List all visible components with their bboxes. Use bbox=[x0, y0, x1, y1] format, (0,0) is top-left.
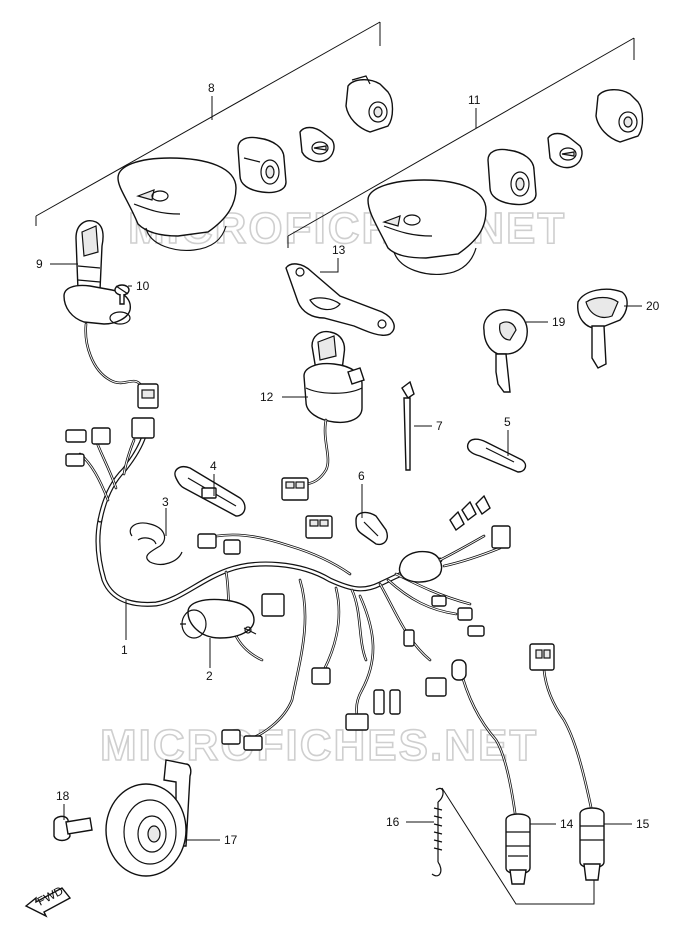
wiring-harness-1[interactable] bbox=[65, 417, 511, 751]
seat-lock-part bbox=[237, 136, 287, 194]
ignition-switch-9[interactable] bbox=[63, 220, 159, 409]
callout-13: 13 bbox=[332, 243, 346, 257]
helmet-lock-part-2 bbox=[595, 89, 644, 143]
strap-5[interactable] bbox=[466, 438, 527, 473]
callout-6: 6 bbox=[358, 469, 365, 483]
relay-2[interactable] bbox=[180, 598, 257, 639]
callout-8: 8 bbox=[208, 81, 215, 95]
lock-set-8[interactable] bbox=[35, 21, 394, 251]
callout-16: 16 bbox=[386, 815, 400, 829]
callout-14: 14 bbox=[560, 817, 574, 831]
callout-10: 10 bbox=[136, 279, 150, 293]
callout-2: 2 bbox=[206, 669, 213, 683]
grip-4[interactable] bbox=[174, 466, 246, 517]
cable-tie-7[interactable] bbox=[401, 380, 415, 471]
callout-17: 17 bbox=[224, 833, 238, 847]
callout-12: 12 bbox=[260, 390, 274, 404]
callout-1: 1 bbox=[121, 643, 128, 657]
callout-9: 9 bbox=[36, 257, 43, 271]
helmet-lock-part bbox=[345, 75, 394, 133]
callout-18: 18 bbox=[56, 789, 70, 803]
callout-20: 20 bbox=[646, 299, 660, 313]
small-lock-part-2 bbox=[547, 132, 583, 169]
bracket-13[interactable] bbox=[285, 263, 395, 336]
callout-7: 7 bbox=[436, 419, 443, 433]
spring-16[interactable] bbox=[431, 787, 444, 877]
horn-17[interactable] bbox=[105, 759, 192, 877]
watermark-group: MICROFICHES.NET MICROFICHES.NET bbox=[99, 203, 565, 771]
callout-4: 4 bbox=[210, 459, 217, 473]
fuel-cap-part-2 bbox=[367, 179, 487, 275]
seat-lock-part-2 bbox=[487, 148, 537, 206]
callout-3: 3 bbox=[162, 495, 169, 509]
callout-15: 15 bbox=[636, 817, 650, 831]
key-19[interactable] bbox=[483, 309, 528, 393]
ignition-switch-12[interactable] bbox=[281, 330, 365, 501]
clamp-6[interactable] bbox=[355, 511, 388, 546]
brake-switch-14[interactable] bbox=[441, 659, 595, 905]
bolt-18[interactable] bbox=[53, 815, 93, 842]
brake-switch-15[interactable] bbox=[529, 643, 605, 881]
clamp-3[interactable] bbox=[129, 522, 183, 565]
callout-19: 19 bbox=[552, 315, 566, 329]
callout-5: 5 bbox=[504, 415, 511, 429]
callout-labels: 1 2 3 4 5 6 7 8 9 10 11 12 13 14 15 16 1… bbox=[36, 81, 660, 847]
key-20[interactable] bbox=[577, 288, 628, 369]
screw-10[interactable] bbox=[114, 284, 130, 305]
fwd-arrow: FWD bbox=[24, 883, 72, 918]
leader-lines bbox=[50, 258, 642, 841]
fuel-cap-part bbox=[117, 157, 237, 251]
lock-set-11[interactable] bbox=[287, 37, 644, 275]
small-lock-part bbox=[299, 126, 335, 163]
callout-11: 11 bbox=[468, 93, 481, 107]
